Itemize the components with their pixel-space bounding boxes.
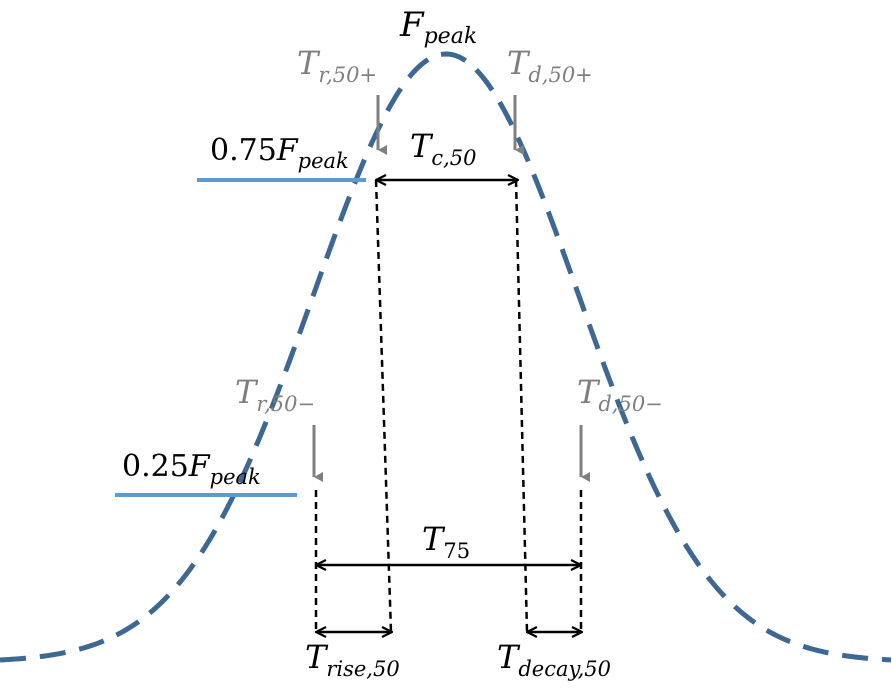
label-t-c50: Tc,50 — [410, 127, 477, 170]
label-t-decay50: Tdecay,50 — [497, 638, 611, 681]
peak-curve — [0, 51, 892, 663]
label-t-rise50: Trise,50 — [305, 638, 400, 681]
label-level-075: 0.75Fpeak — [210, 133, 349, 173]
drop-line-inner-left — [374, 179, 393, 633]
label-level-025: 0.25Fpeak — [122, 449, 261, 489]
label-t-r50-minus: Tr,50− — [235, 373, 315, 416]
drop-line-inner-right — [514, 179, 529, 633]
label-t-r50-plus: Tr,50+ — [297, 44, 377, 87]
label-t-d50-plus: Td,50+ — [507, 44, 593, 87]
label-f-peak: Fpeak — [399, 5, 477, 49]
label-t-75: T75 — [422, 520, 470, 563]
label-t-d50-minus: Td,50− — [577, 373, 663, 416]
